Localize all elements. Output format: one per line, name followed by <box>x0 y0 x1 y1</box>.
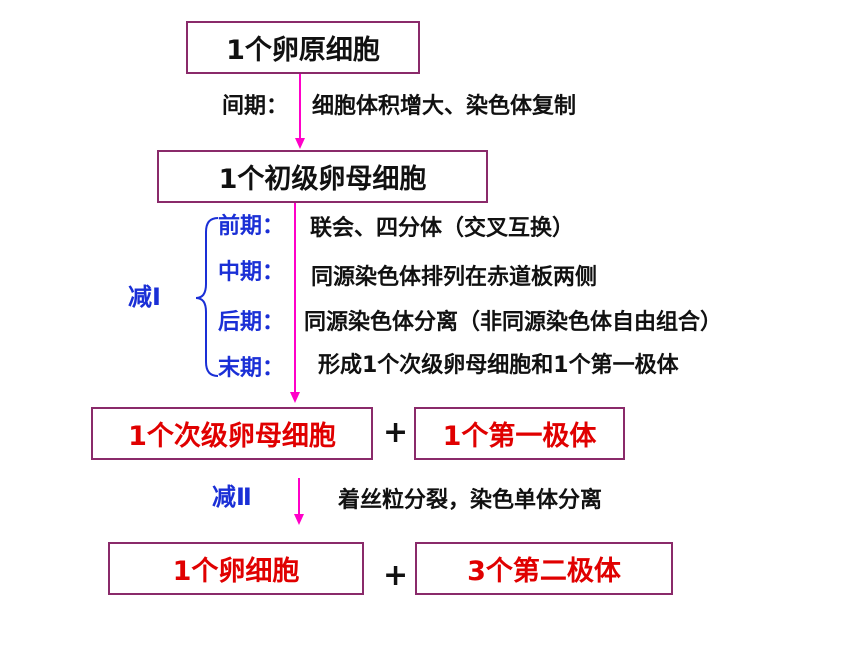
box-secondary-oocyte: 1个次级卵母细胞 <box>91 407 373 460</box>
stage-prophase-desc: 联会、四分体（交叉互换） <box>310 216 575 241</box>
box-secondary-oocyte-label: 1个次级卵母细胞 <box>128 421 336 452</box>
stage-telophase-label: 末期： <box>218 356 285 381</box>
box-first-polar-body: 1个第一极体 <box>414 407 625 460</box>
box-oogonium: 1个卵原细胞 <box>186 21 420 74</box>
stage-metaphase-desc: 同源染色体排列在赤道板两侧 <box>311 265 598 290</box>
arrow-meiosis1 <box>290 203 300 403</box>
stage-prophase-label: 前期： <box>218 214 285 239</box>
stage-anaphase-label: 后期： <box>218 310 285 335</box>
stage-telophase-desc: 形成1个次级卵母细胞和1个第一极体 <box>318 353 679 378</box>
meiosis1-label: 减Ⅰ <box>128 283 161 311</box>
box-ovum: 1个卵细胞 <box>108 542 364 595</box>
box-primary-oocyte-label: 1个初级卵母细胞 <box>218 164 427 195</box>
interphase-label: 间期： <box>222 94 289 119</box>
plus-sign-2: + <box>383 558 409 593</box>
plus-sign-1: + <box>383 415 409 450</box>
meiosis2-desc: 着丝粒分裂，染色单体分离 <box>338 488 603 513</box>
meiosis2-label: 减Ⅱ <box>212 483 252 511</box>
box-ovum-label: 1个卵细胞 <box>172 556 300 587</box>
brace-meiosis1 <box>195 217 219 377</box>
box-second-polar-bodies-label: 3个第二极体 <box>467 556 621 587</box>
box-second-polar-bodies: 3个第二极体 <box>415 542 673 595</box>
box-oogonium-label: 1个卵原细胞 <box>226 35 380 66</box>
arrow-meiosis2 <box>294 478 304 525</box>
arrow-interphase <box>295 74 305 149</box>
box-primary-oocyte: 1个初级卵母细胞 <box>157 150 488 203</box>
box-first-polar-body-label: 1个第一极体 <box>442 421 597 452</box>
stage-anaphase-desc: 同源染色体分离（非同源染色体自由组合） <box>304 310 723 335</box>
interphase-desc: 细胞体积增大、染色体复制 <box>312 94 577 119</box>
stage-metaphase-label: 中期： <box>218 260 285 285</box>
